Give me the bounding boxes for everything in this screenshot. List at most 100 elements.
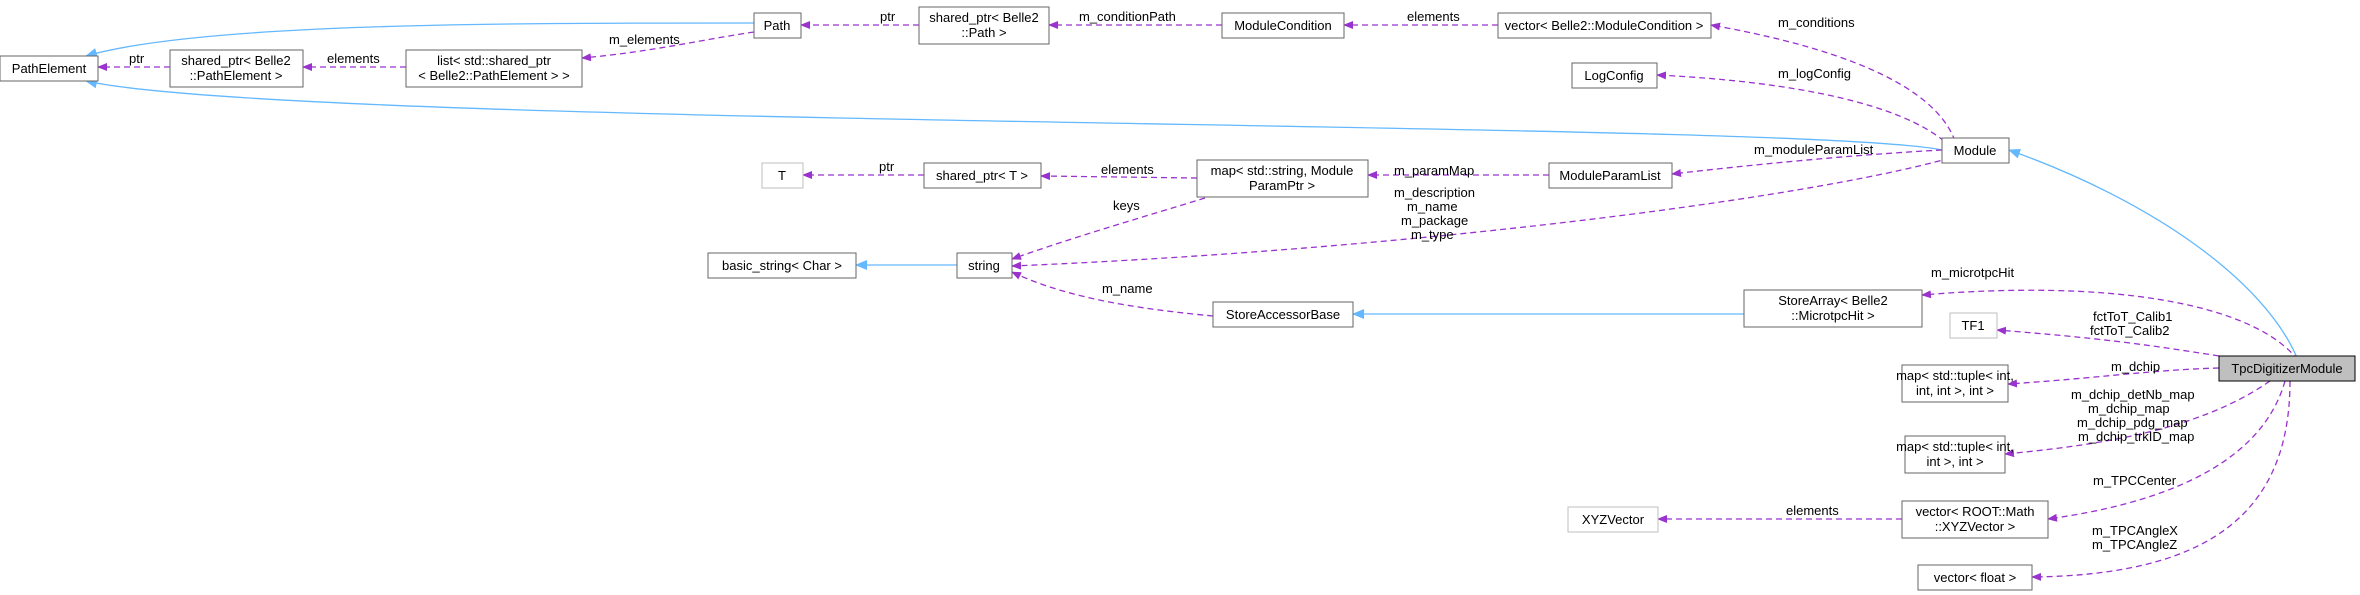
node-map-tuple-2[interactable]: map< std::tuple< int, int >, int > <box>1896 435 2014 474</box>
edge-label-m-conditionpath: m_conditionPath <box>1079 9 1176 24</box>
edge-label-ptr-t: ptr <box>879 159 895 174</box>
edge-use-m-dchip <box>2007 367 2220 388</box>
node-label: ModuleParamList <box>1559 168 1661 183</box>
node-label: StoreAccessorBase <box>1226 307 1340 322</box>
edge-label-tpc-angles-0: m_TPCAngleX <box>2092 523 2178 538</box>
edge-label-fcttot-0: fctToT_Calib1 <box>2093 309 2172 324</box>
node-store-accessor-base[interactable]: StoreAccessorBase <box>1212 301 1354 328</box>
edge-use-m-conditions <box>1710 22 1956 142</box>
edge-label-dchip-maps-3: m_dchip_trkID_map <box>2078 429 2194 444</box>
node-shared-ptr-path[interactable]: shared_ptr< Belle2 ::Path > <box>918 6 1050 45</box>
node-label: LogConfig <box>1584 68 1643 83</box>
node-label-line-1: StoreArray< Belle2 <box>1778 293 1887 308</box>
edge-label-dchip-maps-1: m_dchip_map <box>2088 401 2170 416</box>
node-label: XYZVector <box>1582 512 1645 527</box>
edge-label-module-strings-0: m_description <box>1394 185 1475 200</box>
node-label-line-1: map< std::string, Module <box>1211 163 1354 178</box>
node-label: TF1 <box>1961 318 1984 333</box>
edge-label-m-moduleparamlist: m_moduleParamList <box>1754 142 1874 157</box>
node-label-line-2: ::Path > <box>961 25 1006 40</box>
node-list-shared-ptr[interactable]: list< std::shared_ptr < Belle2::PathElem… <box>405 49 583 88</box>
node-label: vector< float > <box>1934 570 2016 585</box>
edge-use-m-microtpchit <box>1921 289 2299 361</box>
edge-inherit-tpcdigitizer-module <box>2008 148 2299 361</box>
node-label: string <box>968 258 1000 273</box>
edge-label-elements-map: elements <box>1101 162 1154 177</box>
edge-label-dchip-maps-0: m_dchip_detNb_map <box>2071 387 2195 402</box>
node-shared-ptr-t[interactable]: shared_ptr< T > <box>923 162 1042 189</box>
edge-use-keys <box>1011 197 1206 260</box>
edge-use-m-logconfig <box>1656 71 1945 142</box>
node-label-line-1: shared_ptr< Belle2 <box>929 10 1039 25</box>
node-label-line-2: int, int >, int > <box>1916 383 1994 398</box>
edge-label-module-strings-1: m_name <box>1407 199 1458 214</box>
node-string[interactable]: string <box>956 252 1013 279</box>
node-label-line-2: int >, int > <box>1926 454 1983 469</box>
edge-label-module-strings-2: m_package <box>1401 213 1468 228</box>
node-label-line-1: map< std::tuple< int, <box>1896 439 2014 454</box>
node-label: shared_ptr< T > <box>936 168 1028 183</box>
edge-label-m-elements: m_elements <box>609 32 680 47</box>
node-tpc-digitizer-module[interactable]: TpcDigitizerModule <box>2218 355 2356 382</box>
node-label: PathElement <box>12 61 87 76</box>
node-vector-xyz[interactable]: vector< ROOT::Math ::XYZVector > <box>1901 500 2049 539</box>
node-xyz-vector[interactable]: XYZVector <box>1567 506 1659 533</box>
node-module-condition[interactable]: ModuleCondition <box>1221 12 1345 39</box>
edge-label-m-parammap: m_paramMap <box>1394 163 1474 178</box>
node-vector-module-condition[interactable]: vector< Belle2::ModuleCondition > <box>1497 12 1712 39</box>
node-label-line-2: ::PathElement > <box>190 68 283 83</box>
node-label: Path <box>764 18 791 33</box>
node-label-line-1: list< std::shared_ptr <box>437 53 551 68</box>
node-label-line-1: map< std::tuple< int, <box>1896 368 2014 383</box>
node-label: ModuleCondition <box>1234 18 1332 33</box>
edge-use-module-strings <box>1011 157 1951 270</box>
node-map-tuple-3[interactable]: map< std::tuple< int, int, int >, int > <box>1896 364 2014 403</box>
node-label-line-2: ::MicrotpcHit > <box>1791 308 1874 323</box>
edge-use-m-name <box>1011 271 1214 317</box>
edge-label-m-dchip: m_dchip <box>2111 359 2160 374</box>
node-label: T <box>778 168 786 183</box>
edge-label-m-microtpchit: m_microtpcHit <box>1931 265 2014 280</box>
node-module[interactable]: Module <box>1941 137 2010 164</box>
node-label-line-2: < Belle2::PathElement > > <box>418 68 569 83</box>
edge-label-ptr-pathelement: ptr <box>129 51 145 66</box>
node-module-param-list[interactable]: ModuleParamList <box>1548 162 1673 189</box>
node-map-module-param[interactable]: map< std::string, Module ParamPtr > <box>1196 159 1369 198</box>
edge-inherit-module-pathelement <box>85 78 1943 151</box>
edge-label-ptr-path: ptr <box>880 9 896 24</box>
node-shared-ptr-path-element[interactable]: shared_ptr< Belle2 ::PathElement > <box>169 49 304 88</box>
edge-use-m-elements-path <box>581 31 755 62</box>
edge-use-tpc-angles <box>2031 380 2291 581</box>
edge-label-fcttot-1: fctToT_Calib2 <box>2090 323 2169 338</box>
node-label-line-1: vector< ROOT::Math <box>1916 504 2035 519</box>
node-label: basic_string< Char > <box>722 258 842 273</box>
edge-use-m-tpccenter <box>2047 380 2286 522</box>
node-t[interactable]: T <box>761 162 804 189</box>
node-basic-string[interactable]: basic_string< Char > <box>707 252 857 279</box>
edge-inherit-path-pathelement <box>85 22 755 58</box>
edge-label-m-name: m_name <box>1102 281 1153 296</box>
node-tf1[interactable]: TF1 <box>1949 312 1998 339</box>
node-path[interactable]: Path <box>753 12 802 39</box>
node-label-line-2: ParamPtr > <box>1249 178 1315 193</box>
node-label-line-2: ::XYZVector > <box>1935 519 2016 534</box>
node-path-element[interactable]: PathElement <box>0 55 99 82</box>
edge-use-fcttot <box>1996 326 2220 357</box>
edge-use-elements-map <box>1040 172 1198 181</box>
node-label-line-1: shared_ptr< Belle2 <box>181 53 291 68</box>
node-label: vector< Belle2::ModuleCondition > <box>1505 18 1704 33</box>
node-vector-float[interactable]: vector< float > <box>1917 564 2033 591</box>
edge-label-m-tpccenter: m_TPCCenter <box>2093 473 2177 488</box>
edge-label-elements-conditions: elements <box>1407 9 1460 24</box>
node-log-config[interactable]: LogConfig <box>1571 62 1658 89</box>
edge-label-tpc-angles-1: m_TPCAngleZ <box>2092 537 2177 552</box>
node-store-array[interactable]: StoreArray< Belle2 ::MicrotpcHit > <box>1743 289 1923 328</box>
edge-use-dchip-maps <box>2004 380 2271 458</box>
edge-use-m-moduleparamlist <box>1671 149 1943 177</box>
node-label: TpcDigitizerModule <box>2231 361 2342 376</box>
edge-label-dchip-maps-2: m_dchip_pdg_map <box>2077 415 2188 430</box>
edge-label-keys: keys <box>1113 198 1140 213</box>
edge-label-m-conditions: m_conditions <box>1778 15 1855 30</box>
edge-label-module-strings-3: m_type <box>1411 227 1454 242</box>
